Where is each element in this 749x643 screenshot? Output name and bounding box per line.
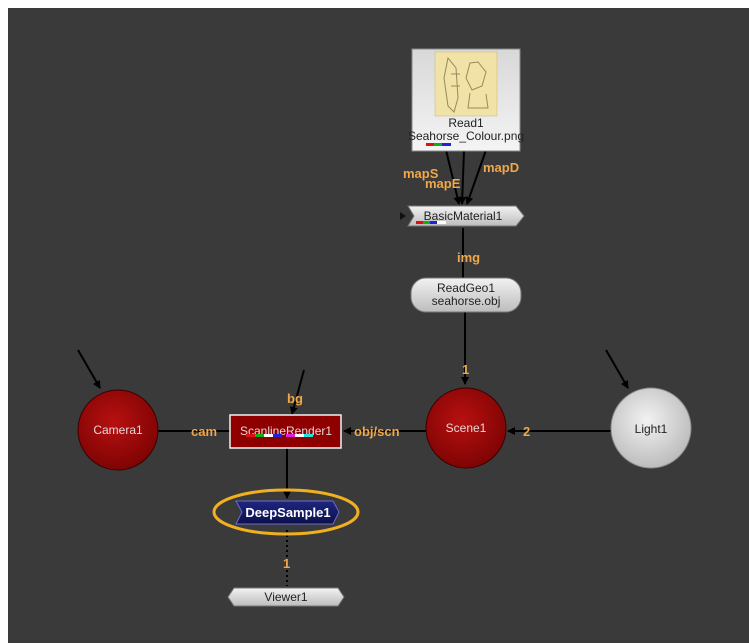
- node-readgeo[interactable]: ReadGeo1 seahorse.obj: [410, 277, 522, 313]
- node-graph-canvas[interactable]: mapS mapE mapD img 1 bg cam obj/scn 2 1 …: [8, 8, 749, 643]
- edge-label-scene-in1: 1: [462, 362, 469, 377]
- node-deep-sample[interactable]: DeepSample1: [212, 488, 360, 536]
- deepsample-node-name: DeepSample1: [245, 505, 330, 520]
- camera-node-name: Camera1: [93, 423, 143, 437]
- channel-strip: [246, 434, 313, 437]
- edge-read-mapS[interactable]: [445, 149, 462, 205]
- readgeo-node-file: seahorse.obj: [432, 294, 501, 308]
- edge-label-img: img: [457, 250, 480, 265]
- edge-label-mapD: mapD: [483, 160, 519, 175]
- node-light[interactable]: Light1: [610, 387, 692, 469]
- readgeo-node-name: ReadGeo1: [437, 281, 495, 295]
- viewer-node-name: Viewer1: [264, 590, 307, 604]
- edge-light-top[interactable]: [605, 349, 629, 389]
- edge-read-mapE[interactable]: [458, 149, 467, 205]
- read-node-name: Read1: [448, 116, 484, 130]
- node-read[interactable]: Read1 Seahorse_Colour.png: [408, 48, 524, 152]
- seahorse-texture-thumbnail-icon: [443, 56, 489, 113]
- node-camera[interactable]: Camera1: [77, 389, 159, 471]
- edge-label-bg: bg: [287, 391, 303, 406]
- edge-scanline-bg[interactable]: [289, 369, 305, 415]
- edge-label-mapE: mapE: [425, 176, 461, 191]
- edge-camera-cam[interactable]: [77, 349, 101, 389]
- light-node-name: Light1: [635, 422, 668, 436]
- edge-label-obj-scn: obj/scn: [354, 424, 400, 439]
- node-scene[interactable]: Scene1: [425, 387, 507, 469]
- edge-labels: mapS mapE mapD img 1 bg cam obj/scn 2 1: [191, 160, 530, 571]
- read-node-file: Seahorse_Colour.png: [408, 129, 524, 143]
- input-arrow-icon: [400, 212, 406, 220]
- node-graph-panel[interactable]: mapS mapE mapD img 1 bg cam obj/scn 2 1 …: [8, 8, 749, 643]
- scene-node-name: Scene1: [446, 421, 487, 435]
- edge-label-mapS: mapS: [403, 166, 439, 181]
- edge-read-mapD[interactable]: [465, 149, 487, 205]
- edge-label-viewer-in1: 1: [283, 556, 290, 571]
- selection-ring: [212, 488, 360, 536]
- node-basic-material[interactable]: BasicMaterial1: [400, 205, 525, 227]
- node-scanline-render[interactable]: ScanlineRender1: [229, 414, 342, 449]
- edges: [77, 149, 629, 586]
- channel-strip: [416, 221, 446, 224]
- node-viewer[interactable]: Viewer1: [227, 587, 345, 607]
- channel-strip: [426, 143, 451, 146]
- edge-label-scene-in2: 2: [523, 424, 530, 439]
- material-node-name: BasicMaterial1: [424, 209, 503, 223]
- edge-label-cam: cam: [191, 424, 217, 439]
